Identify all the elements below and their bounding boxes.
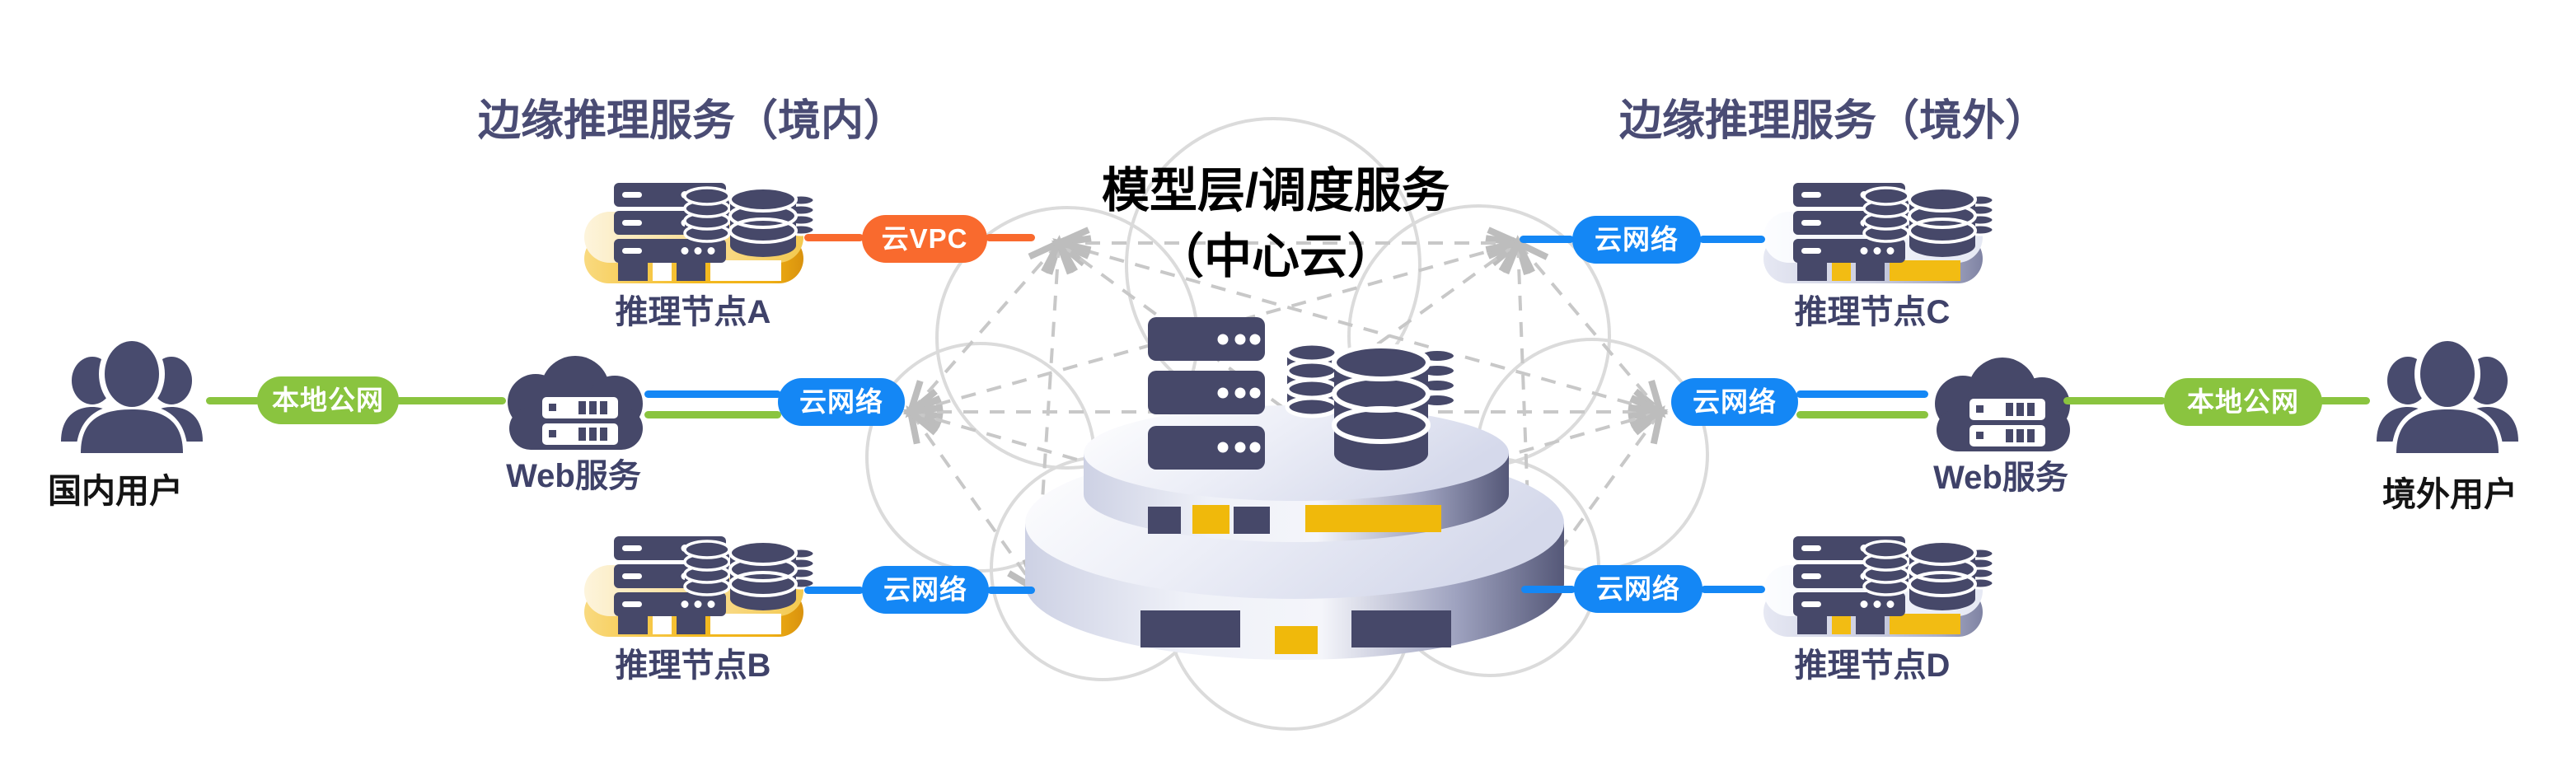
label-web-service-left: Web服务: [506, 458, 641, 494]
center-title-line2: （中心云）: [1155, 230, 1395, 283]
link-pill-local-public-left: 本地公网: [257, 376, 399, 424]
connector-cloudnet-to-node-d: [1701, 586, 1765, 593]
overseas-users-icon: [2377, 335, 2518, 456]
link-pill-cloudnet-right-mid: 云网络: [1671, 378, 1798, 426]
link-pill-cloudnet-left-bottom: 云网络: [862, 566, 989, 614]
connector-vpc-to-cloud: [986, 234, 1035, 241]
connector-node-b-to-cloudnet: [804, 587, 864, 594]
web-service-right-icon: [1935, 358, 2070, 451]
link-pill-cloudnet-right-bottom: 云网络: [1574, 565, 1703, 613]
web-service-left-icon: [508, 356, 643, 450]
link-pill-cloudnet-right-top: 云网络: [1572, 216, 1701, 264]
connector-web-to-cloudnet-left-blue: [644, 390, 781, 398]
label-inference-node-c: 推理节点C: [1794, 294, 1951, 330]
connector-cloudnet-to-web-right-green: [1796, 411, 1928, 418]
connector-web-to-cloudnet-left-green: [644, 411, 781, 418]
connector-web-to-localnet-right: [2063, 397, 2166, 404]
label-inference-node-b: 推理节点B: [615, 647, 771, 684]
connector-users-to-localnet-left: [206, 397, 260, 404]
link-pill-cloud-vpc: 云VPC: [862, 215, 987, 263]
center-title: 模型层/调度服务 （中心云）: [1028, 158, 1523, 290]
label-inference-node-a: 推理节点A: [615, 294, 771, 330]
label-inference-node-d: 推理节点D: [1794, 647, 1951, 684]
connector-node-a-to-vpc: [804, 234, 864, 241]
inference-node-b-icon: [584, 535, 816, 637]
connector-localnet-to-web-left: [396, 397, 506, 404]
section-header-overseas: 边缘推理服务（境外）: [1618, 97, 2048, 145]
section-header-domestic: 边缘推理服务（境内）: [477, 97, 906, 145]
domestic-users-icon: [61, 335, 203, 456]
connector-cloudnet-to-web-right-blue: [1796, 390, 1928, 398]
label-overseas-users: 境外用户: [2382, 475, 2517, 513]
link-pill-cloudnet-left-mid: 云网络: [778, 378, 905, 426]
center-title-line1: 模型层/调度服务: [1101, 164, 1450, 217]
central-database-icon: [1285, 341, 1457, 470]
label-domestic-users: 国内用户: [48, 472, 183, 510]
label-web-service-right: Web服务: [1933, 460, 2068, 496]
inference-node-a-icon: [584, 181, 816, 283]
link-pill-local-public-right: 本地公网: [2164, 378, 2322, 426]
central-server-icon: [1148, 317, 1265, 470]
inference-node-c-icon: [1763, 181, 1995, 283]
connector-cloudnet-to-cloud-bl: [987, 587, 1035, 594]
central-platform-icon: [1025, 317, 1564, 660]
connector-cloud-to-cloudnet-br: [1521, 586, 1576, 593]
connector-localnet-to-users-right: [2319, 397, 2370, 404]
connector-cloud-to-cloudnet-tr: [1520, 236, 1574, 243]
inference-node-d-icon: [1763, 535, 1995, 637]
connector-cloudnet-to-node-c: [1699, 236, 1765, 243]
